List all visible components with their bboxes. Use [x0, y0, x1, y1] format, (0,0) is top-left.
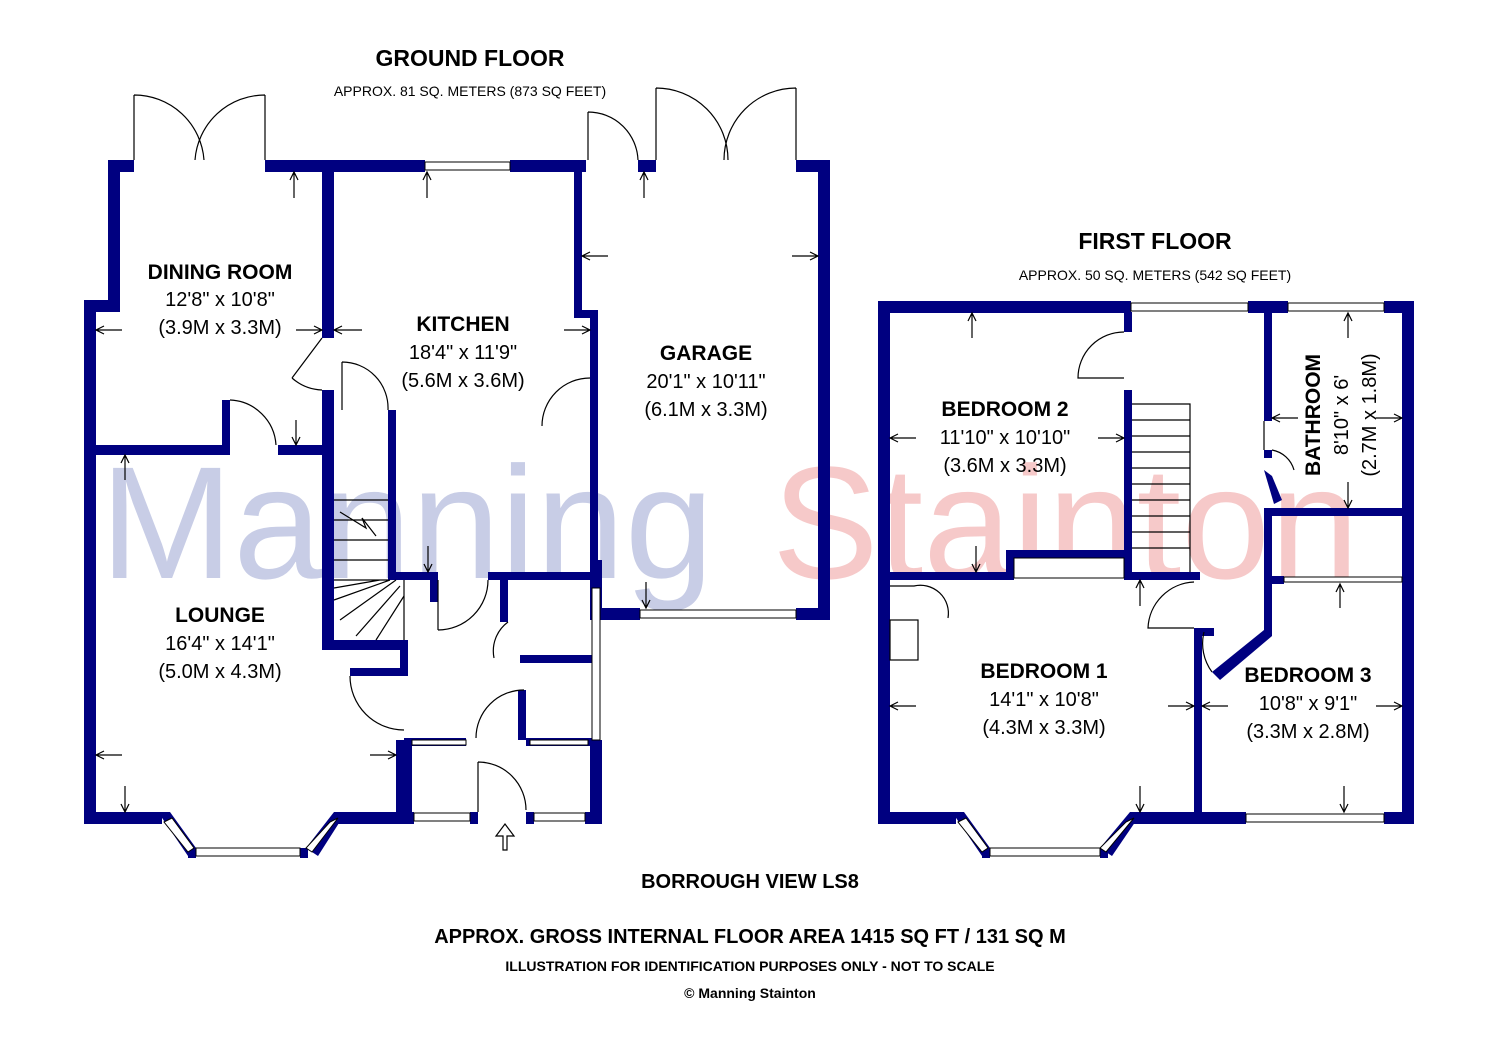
room-name: LOUNGE — [175, 604, 265, 627]
copyright: © Manning Stainton — [684, 985, 816, 1001]
room-bedroom-3: BEDROOM 3 10'8" x 9'1" (3.3M x 2.8M) — [1244, 664, 1371, 743]
room-dimensions-imperial: 14'1" x 10'8" — [989, 689, 1099, 711]
room-dimensions-metric: (6.1M x 3.3M) — [644, 399, 767, 421]
room-dimensions-metric: (4.3M x 3.3M) — [982, 717, 1105, 739]
room-dimensions-metric: (5.6M x 3.6M) — [401, 370, 524, 392]
room-name: BEDROOM 3 — [1244, 664, 1371, 687]
ground-floor-plan: GROUND FLOOR APPROX. 81 SQ. METERS (873 … — [84, 45, 830, 858]
first-floor-doors — [889, 331, 1295, 673]
ground-floor-arrows — [94, 170, 820, 851]
first-floor-title: FIRST FLOOR — [1078, 228, 1232, 254]
watermark-manning: Manning — [100, 433, 714, 612]
room-name: BATHROOM — [1302, 354, 1325, 476]
room-name: KITCHEN — [416, 313, 509, 336]
room-dimensions-imperial: 16'4" x 14'1" — [165, 633, 275, 655]
room-name: BEDROOM 2 — [941, 398, 1068, 421]
room-lounge: LOUNGE 16'4" x 14'1" (5.0M x 4.3M) — [158, 604, 281, 683]
room-dimensions-imperial: 10'8" x 9'1" — [1259, 693, 1358, 715]
room-dimensions-imperial: 18'4" x 11'9" — [409, 342, 517, 364]
disclaimer: ILLUSTRATION FOR IDENTIFICATION PURPOSES… — [505, 958, 994, 974]
room-name: DINING ROOM — [148, 261, 293, 284]
ground-floor-windows — [163, 161, 797, 857]
watermark-stainton: Stainton — [772, 433, 1359, 612]
first-floor-windows — [957, 302, 1403, 857]
ground-floor-title: GROUND FLOOR — [375, 45, 564, 71]
entrance-arrow-icon — [494, 823, 516, 851]
room-bedroom-2: BEDROOM 2 11'10" x 10'10" (3.6M x 3.3M) — [940, 398, 1070, 477]
room-dimensions-metric: (3.6M x 3.3M) — [943, 455, 1066, 477]
first-floor-area: APPROX. 50 SQ. METERS (542 SQ FEET) — [1019, 267, 1291, 283]
footer: BORROUGH VIEW LS8 APPROX. GROSS INTERNAL… — [434, 871, 1066, 1001]
room-garage: GARAGE 20'1" x 10'11" (6.1M x 3.3M) — [644, 342, 767, 421]
gross-internal-area: APPROX. GROSS INTERNAL FLOOR AREA 1415 S… — [434, 926, 1066, 948]
room-name: BEDROOM 1 — [980, 660, 1108, 683]
room-name: GARAGE — [660, 342, 752, 365]
ground-floor-area: APPROX. 81 SQ. METERS (873 SQ FEET) — [334, 83, 606, 99]
ground-floor-walls — [84, 160, 830, 858]
room-dimensions-imperial: 8'10" x 6' — [1331, 375, 1353, 455]
first-floor-stairs — [1132, 403, 1191, 572]
room-kitchen: KITCHEN 18'4" x 11'9" (5.6M x 3.6M) — [401, 313, 524, 392]
room-dimensions-metric: (3.9M x 3.3M) — [158, 317, 281, 339]
ground-floor-doors — [133, 87, 797, 812]
first-floor-arrows — [888, 311, 1404, 814]
watermark: Manning Stainton — [100, 433, 1359, 612]
room-dimensions-metric: (3.3M x 2.8M) — [1246, 721, 1369, 743]
room-dimensions-imperial: 11'10" x 10'10" — [940, 427, 1070, 449]
property-address: BORROUGH VIEW LS8 — [641, 871, 859, 893]
room-dimensions-metric: (5.0M x 4.3M) — [158, 661, 281, 683]
room-dimensions-imperial: 12'8" x 10'8" — [165, 289, 275, 311]
ground-floor-stairs — [333, 499, 405, 641]
room-bathroom: BATHROOM 8'10" x 6' (2.7M x 1.8M) — [1302, 353, 1381, 476]
room-bedroom-1: BEDROOM 1 14'1" x 10'8" (4.3M x 3.3M) — [980, 660, 1108, 739]
room-dimensions-imperial: 20'1" x 10'11" — [646, 371, 765, 393]
room-dimensions-metric: (2.7M x 1.8M) — [1359, 353, 1381, 476]
room-dining-room: DINING ROOM 12'8" x 10'8" (3.9M x 3.3M) — [148, 261, 293, 339]
first-floor-plan: FIRST FLOOR APPROX. 50 SQ. METERS (542 S… — [878, 228, 1414, 858]
